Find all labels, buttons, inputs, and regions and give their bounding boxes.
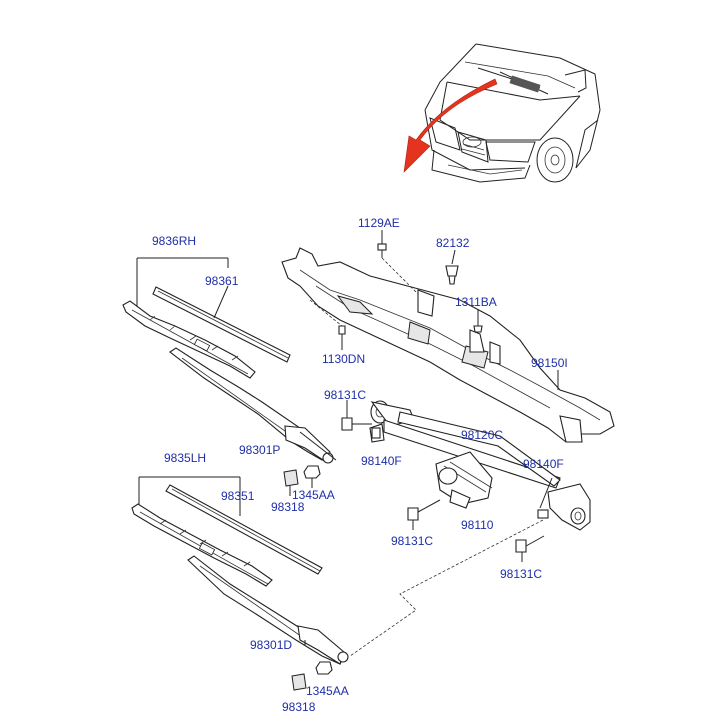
label-82132: 82132 [436, 236, 470, 250]
label-98318-top: 98318 [271, 500, 305, 514]
wiper-arm-passenger [169, 347, 337, 464]
label-98120c: 98120C [461, 428, 503, 442]
nut-1345aa-bottom [315, 661, 333, 675]
label-1345aa-top: 1345AA [292, 488, 335, 502]
label-9836rh: 9836RH [152, 234, 196, 248]
label-98131c-top: 98131C [324, 388, 366, 402]
label-1345aa-bottom: 1345AA [306, 684, 349, 698]
nut-1345aa-top [303, 465, 321, 488]
clip-82132 [445, 249, 459, 285]
wiper-arm-driver [187, 555, 349, 665]
label-98110: 98110 [461, 518, 494, 532]
label-98301d: 98301D [250, 638, 292, 652]
label-98318-bottom: 98318 [282, 700, 316, 714]
wiper-linkage [369, 400, 591, 531]
label-1130dn: 1130DN [322, 352, 365, 366]
wiper-blade-lh [131, 476, 323, 587]
label-98351: 98351 [221, 489, 255, 503]
callouts: 9836RH 98361 1129AE 82132 1311BA 1130DN … [152, 216, 568, 714]
cap-98318-top [283, 469, 299, 496]
bolt-98131c-right [515, 535, 545, 562]
bolt-1130dn [309, 299, 346, 350]
label-1311ba: 1311BA [455, 295, 497, 309]
label-98131c-right: 98131C [500, 567, 542, 581]
clip-1311ba [473, 310, 483, 333]
location-arrow-icon [403, 78, 498, 173]
vehicle-illustration [403, 43, 601, 183]
label-98150i: 98150I [531, 356, 568, 370]
label-98140f-left: 98140F [361, 454, 402, 468]
label-98361: 98361 [205, 274, 239, 288]
label-98301p: 98301P [239, 443, 280, 457]
wiper-blade-rh [122, 257, 291, 379]
cowl-panel [281, 247, 615, 443]
cap-98318-bottom [291, 673, 307, 691]
bolt-98131c-mid [407, 499, 441, 530]
bolt-98131c-top [341, 400, 372, 431]
label-9835lh: 9835LH [164, 451, 206, 465]
assembly-link-line [349, 519, 544, 657]
label-98131c-mid: 98131C [391, 534, 433, 548]
bolt-1129ae [377, 230, 419, 295]
label-1129ae: 1129AE [358, 216, 400, 230]
label-98140f-right: 98140F [523, 457, 564, 471]
